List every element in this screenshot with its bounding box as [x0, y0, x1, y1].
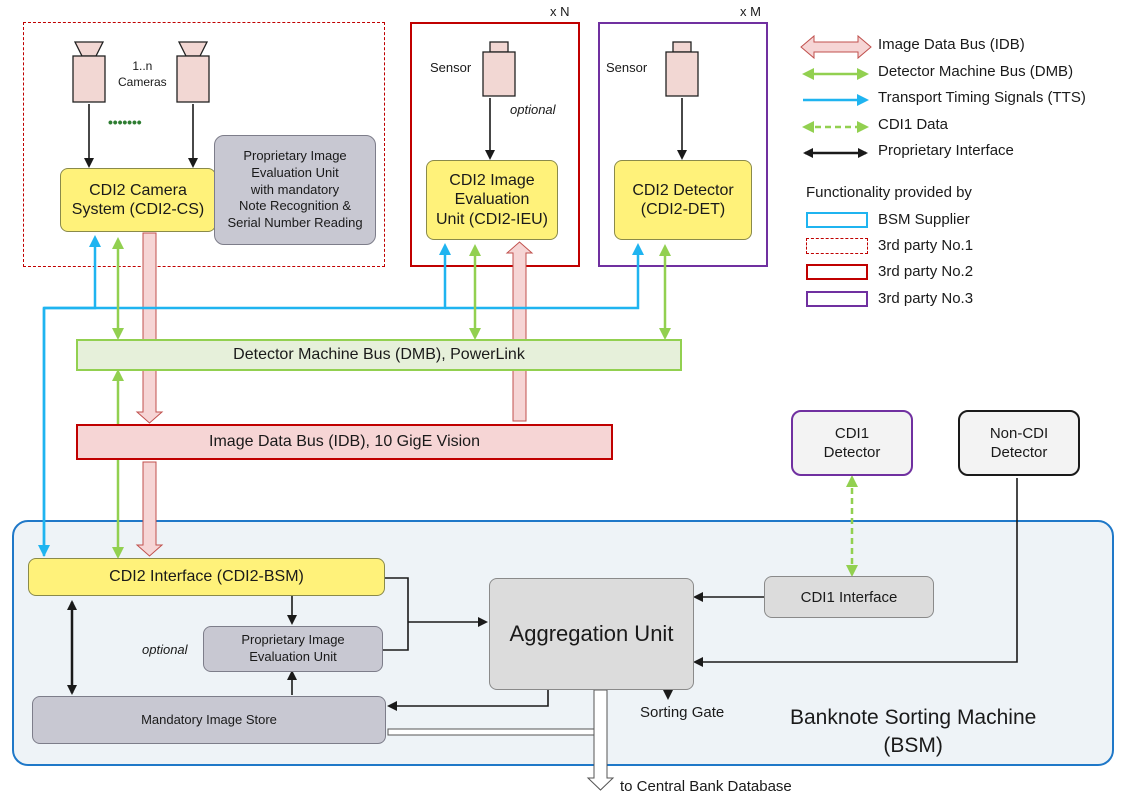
image-store-label: Mandatory Image Store: [141, 711, 277, 727]
legend-swatch-3rd-3: [806, 291, 868, 307]
ieu-sensor-label: Sensor: [430, 60, 472, 75]
det-sensor-label: Sensor: [606, 60, 648, 75]
camera-icon: [72, 40, 106, 104]
dmb-label: Detector Machine Bus (DMB), PowerLink: [233, 346, 525, 363]
cdi1-interface: CDI1 Interface: [764, 576, 934, 618]
ieu-optional-label: optional: [510, 102, 556, 117]
cdi2-det-label: CDI2 Detector (CDI2-DET): [632, 181, 734, 218]
legend-3rd-party-3: 3rd party No.3: [878, 290, 974, 307]
cameras-dots: • • • • • • •: [108, 114, 142, 130]
proprietary-image-evaluation-note: Proprietary Image Evaluation Unit with m…: [214, 135, 376, 245]
cdi1-detector: CDI1 Detector: [791, 410, 913, 476]
legend-3rd-party-2: 3rd party No.2: [878, 263, 974, 280]
third-party-1-container: [23, 22, 385, 267]
proprietary-image-evaluation-unit: Proprietary Image Evaluation Unit: [203, 626, 383, 672]
central-bank-label: to Central Bank Database: [620, 778, 792, 795]
cdi2-ieu-label: CDI2 Image Evaluation Unit (CDI2-IEU): [435, 172, 548, 228]
detector-machine-bus: Detector Machine Bus (DMB), PowerLink: [76, 339, 682, 371]
functionality-title: Functionality provided by: [806, 184, 972, 201]
cdi2-detector: CDI2 Detector (CDI2-DET): [614, 160, 752, 240]
bsm-title: Banknote Sorting Machine (BSM): [790, 706, 1037, 758]
cdi1-interface-label: CDI1 Interface: [800, 588, 898, 606]
aggregation-unit-label: Aggregation Unit: [509, 621, 674, 646]
bsm-optional-label: optional: [142, 642, 188, 657]
aggregation-unit: Aggregation Unit: [489, 578, 694, 690]
third-party-2-container: [410, 22, 580, 267]
non-cdi-detector-label: Non-CDI Detector: [989, 424, 1049, 462]
idb-label: Image Data Bus (IDB), 10 GigE Vision: [209, 433, 480, 450]
sensor-icon: [665, 40, 699, 98]
third-party-3-container: [598, 22, 768, 267]
non-cdi-detector: Non-CDI Detector: [958, 410, 1080, 476]
legend-3rd-party-1: 3rd party No.1: [878, 237, 974, 254]
multiplier-m: x M: [740, 4, 761, 19]
proprietary-unit-label: Proprietary Image Evaluation Unit: [241, 632, 345, 664]
cdi2-camera-system-label: CDI2 Camera System (CDI2-CS): [71, 181, 205, 218]
legend-cdi1-data: CDI1 Data: [878, 116, 949, 133]
legend-proprietary: Proprietary Interface: [878, 142, 1014, 159]
legend-dmb: Detector Machine Bus (DMB): [878, 63, 1074, 80]
legend: Image Data Bus (IDB) Detector Machine Bu…: [878, 36, 1118, 236]
image-data-bus: Image Data Bus (IDB), 10 GigE Vision: [76, 424, 613, 460]
legend-idb: Image Data Bus (IDB): [878, 36, 1025, 53]
legend-swatch-bsm: [806, 212, 868, 228]
cdi2-interface-label: CDI2 Interface (CDI2-BSM): [109, 568, 304, 586]
mandatory-image-store: Mandatory Image Store: [32, 696, 386, 744]
camera-icon: [176, 40, 210, 104]
legend-bsm-supplier: BSM Supplier: [878, 211, 970, 228]
sensor-icon: [482, 40, 516, 98]
cdi1-detector-label: CDI1 Detector: [823, 424, 881, 462]
sorting-gate-label: Sorting Gate: [640, 704, 725, 721]
cdi2-image-evaluation-unit: CDI2 Image Evaluation Unit (CDI2-IEU): [426, 160, 558, 240]
proprietary-note-label: Proprietary Image Evaluation Unit with m…: [227, 147, 363, 231]
multiplier-n: x N: [550, 4, 570, 19]
cdi2-interface-bsm: CDI2 Interface (CDI2-BSM): [28, 558, 385, 596]
legend-swatch-3rd-1: [806, 238, 868, 254]
legend-tts: Transport Timing Signals (TTS): [878, 89, 1086, 106]
cameras-label: 1..n Cameras: [118, 59, 167, 90]
legend-swatch-3rd-2: [806, 264, 868, 280]
cdi2-camera-system: CDI2 Camera System (CDI2-CS): [60, 168, 216, 232]
